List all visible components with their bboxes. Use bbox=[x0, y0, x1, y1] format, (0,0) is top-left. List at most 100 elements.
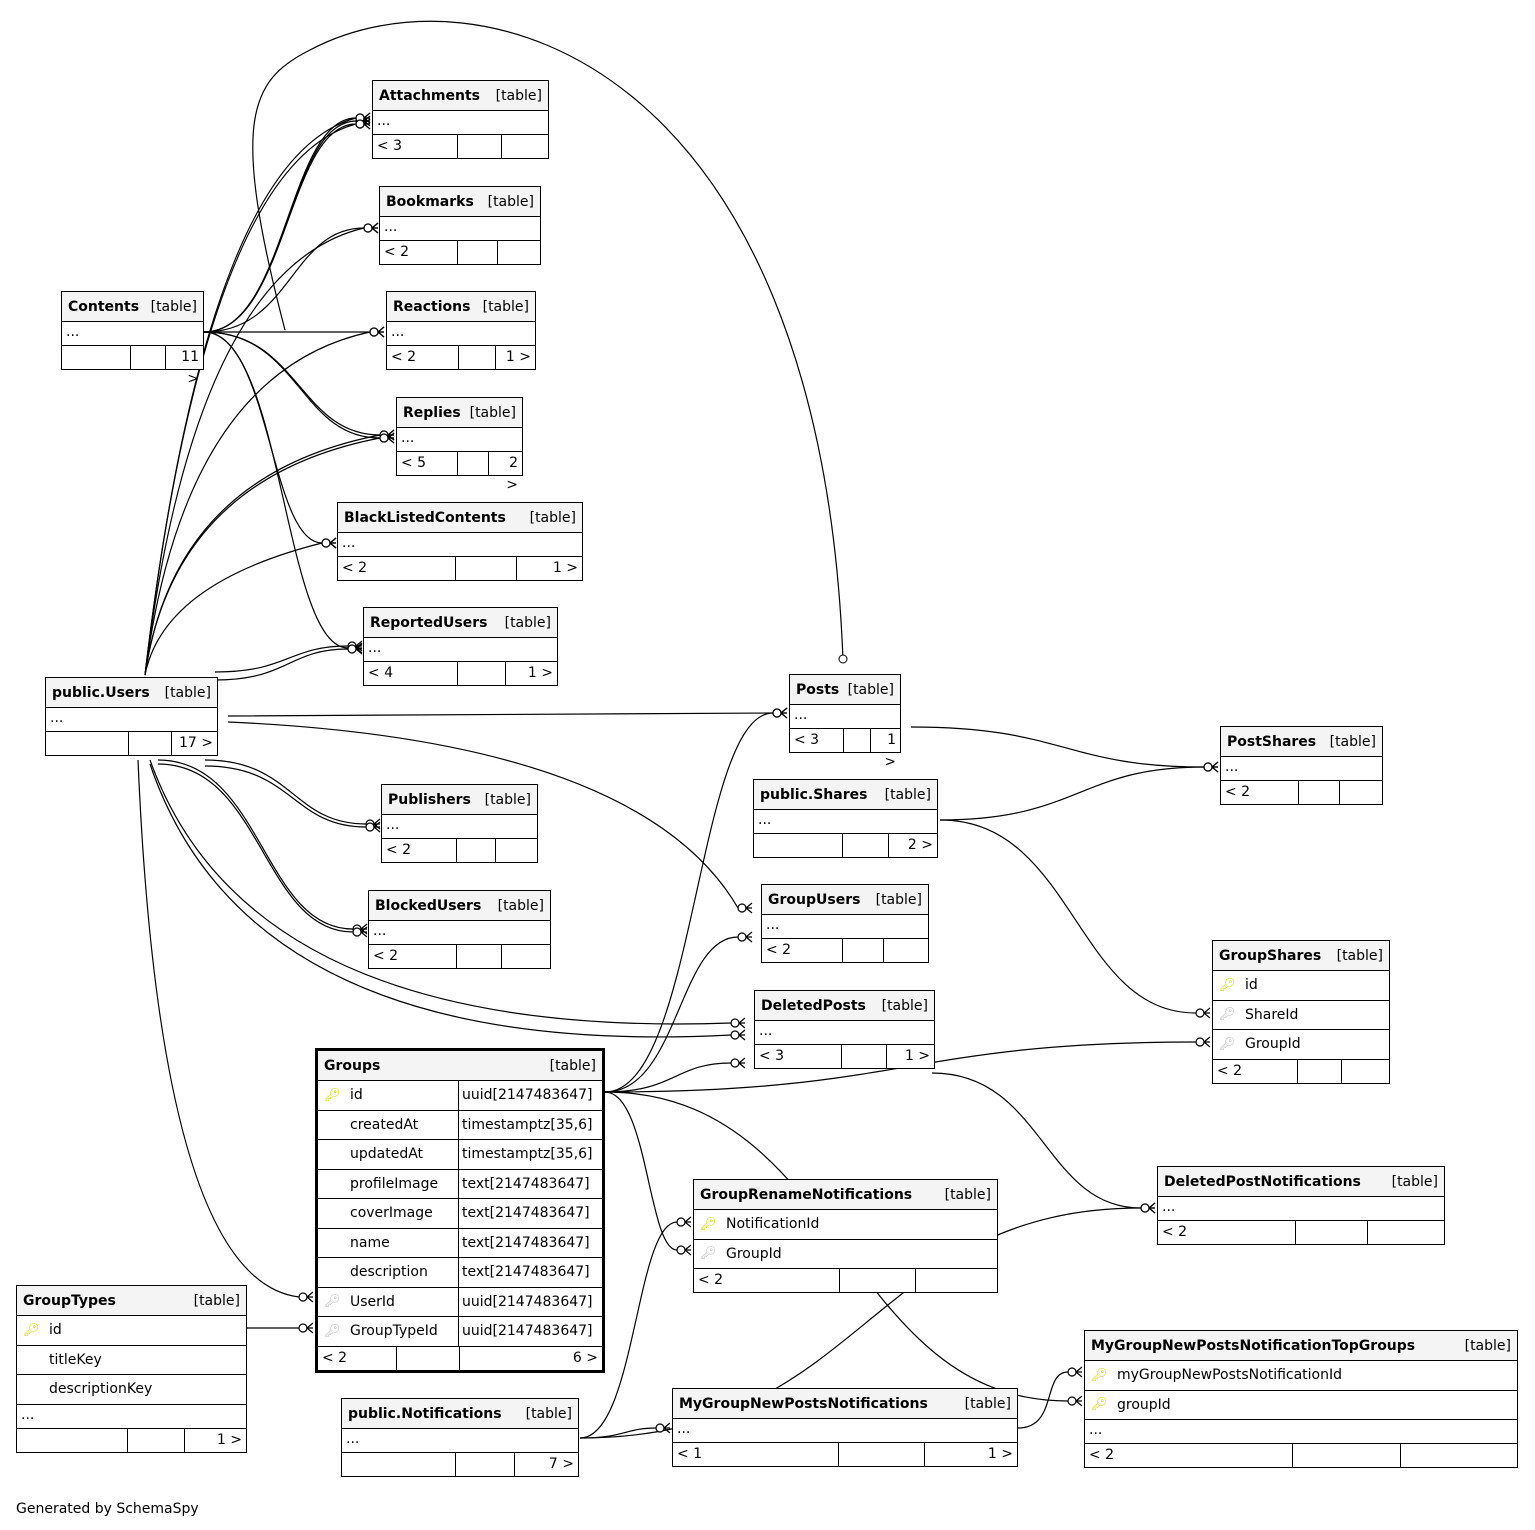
table-type: [table] bbox=[964, 1395, 1011, 1412]
table-name: DeletedPostNotifications bbox=[1164, 1173, 1361, 1190]
crows-foot-icon bbox=[363, 112, 371, 124]
table-bookmarks[interactable]: Bookmarks[table]...< 2 bbox=[379, 186, 541, 265]
table-attachments[interactable]: Attachments[table]...< 3 bbox=[372, 80, 549, 159]
optional-marker-icon bbox=[1140, 1203, 1150, 1213]
rows-count bbox=[456, 452, 488, 475]
crows-foot-icon bbox=[745, 931, 753, 943]
table-deletedpostnotifications[interactable]: DeletedPostNotifications[table]...< 2 bbox=[1157, 1166, 1445, 1245]
table-publishers[interactable]: Publishers[table]...< 2 bbox=[381, 784, 538, 863]
optional-marker-icon bbox=[347, 644, 357, 654]
rows-count bbox=[839, 1269, 915, 1292]
table-footer: < 3 bbox=[373, 135, 548, 158]
relationship-line bbox=[227, 721, 739, 909]
column-row[interactable]: 🔑︎id bbox=[1213, 971, 1389, 1001]
column-row[interactable]: 🔑︎GroupId bbox=[694, 1240, 997, 1269]
children-count: 6 > bbox=[459, 1346, 602, 1370]
crows-foot-icon bbox=[780, 707, 788, 719]
crows-foot-icon bbox=[355, 643, 363, 655]
table-public-users[interactable]: public.Users[table]...17 > bbox=[45, 677, 218, 756]
table-footer: < 2 bbox=[694, 1269, 997, 1292]
relationship-line bbox=[137, 759, 300, 1298]
table-name: GroupTypes bbox=[23, 1292, 116, 1309]
table-public-shares[interactable]: public.Shares[table]...2 > bbox=[753, 779, 938, 858]
parents-count: < 2 bbox=[386, 842, 412, 858]
crows-foot-icon bbox=[684, 1216, 692, 1228]
table-groupusers[interactable]: GroupUsers[table]...< 2 bbox=[761, 884, 929, 963]
table-footer: < 2 bbox=[1221, 781, 1382, 804]
table-public-notifications[interactable]: public.Notifications[table]...7 > bbox=[341, 1398, 579, 1477]
children-count: 1 > bbox=[516, 557, 582, 580]
parents-count bbox=[62, 346, 130, 369]
table-name: public.Notifications bbox=[348, 1405, 502, 1422]
column-row[interactable]: 🔑︎id bbox=[17, 1316, 246, 1346]
foreign-key-icon: 🔑︎ bbox=[324, 1294, 341, 1310]
table-type: [table] bbox=[1464, 1337, 1511, 1354]
column-name: GroupId bbox=[1245, 1036, 1301, 1053]
column-name: UserId bbox=[350, 1293, 395, 1310]
table-blockedusers[interactable]: BlockedUsers[table]...< 2 bbox=[368, 890, 551, 969]
column-row[interactable]: 🔑︎groupId bbox=[1085, 1391, 1517, 1420]
table-name: GroupRenameNotifications bbox=[700, 1186, 913, 1203]
table-mygroupnewpostsnotifications[interactable]: MyGroupNewPostsNotifications[table]...< … bbox=[672, 1388, 1018, 1467]
children-count bbox=[1366, 1221, 1444, 1244]
column-row[interactable]: 🔑︎myGroupNewPostsNotificationId bbox=[1085, 1361, 1517, 1391]
column-row[interactable]: 🔑︎ShareId bbox=[1213, 1001, 1389, 1030]
table-contents[interactable]: Contents[table]...11 > bbox=[61, 291, 204, 387]
table-name: Posts bbox=[796, 681, 840, 698]
optional-marker-icon bbox=[1203, 762, 1213, 772]
crows-foot-icon bbox=[360, 926, 368, 938]
table-footer: 11 > bbox=[62, 346, 203, 387]
children-count bbox=[1400, 1444, 1517, 1467]
crows-foot-icon bbox=[745, 902, 753, 914]
more-columns: ... bbox=[364, 638, 557, 662]
relationship-line bbox=[144, 542, 323, 676]
column-type: uuid[2147483647] bbox=[458, 1317, 602, 1346]
column-name: id bbox=[1245, 977, 1258, 994]
column-row[interactable]: titleKey bbox=[17, 1346, 246, 1375]
column-type: text[2147483647] bbox=[458, 1228, 602, 1257]
column-name: myGroupNewPostsNotificationId bbox=[1117, 1367, 1343, 1384]
column-row[interactable]: descriptionKey bbox=[17, 1375, 246, 1405]
relationship-line bbox=[214, 648, 349, 681]
table-name: MyGroupNewPostsNotificationTopGroups bbox=[1091, 1337, 1416, 1354]
more-columns: ... bbox=[380, 217, 540, 241]
table-name: GroupUsers bbox=[768, 891, 861, 908]
table-type: [table] bbox=[529, 509, 576, 526]
rows-count bbox=[838, 1443, 924, 1466]
table-grouprenamenotifications[interactable]: GroupRenameNotifications[table]🔑︎Notific… bbox=[693, 1179, 998, 1293]
column-type: text[2147483647] bbox=[458, 1199, 602, 1228]
table-type: [table] bbox=[193, 1292, 240, 1309]
table-groupshares[interactable]: GroupShares[table]🔑︎id🔑︎ShareId🔑︎GroupId… bbox=[1212, 940, 1390, 1084]
table-name: MyGroupNewPostsNotifications bbox=[679, 1395, 928, 1412]
column-row[interactable]: 🔑︎NotificationId bbox=[694, 1210, 997, 1240]
table-mygroupnewpostsnotificationtopgroups[interactable]: MyGroupNewPostsNotificationTopGroups [tab… bbox=[1084, 1330, 1518, 1468]
column-type: uuid[2147483647] bbox=[458, 1081, 602, 1110]
table-name: Publishers bbox=[388, 791, 471, 808]
more-columns: ... bbox=[387, 322, 535, 346]
relationship-line bbox=[204, 759, 367, 825]
table-postshares[interactable]: PostShares[table]...< 2 bbox=[1220, 726, 1383, 805]
more-columns: ... bbox=[754, 810, 937, 834]
table-name: ReportedUsers bbox=[370, 614, 488, 631]
column-row[interactable]: 🔑︎GroupId bbox=[1213, 1030, 1389, 1060]
relationship-line bbox=[144, 437, 381, 676]
